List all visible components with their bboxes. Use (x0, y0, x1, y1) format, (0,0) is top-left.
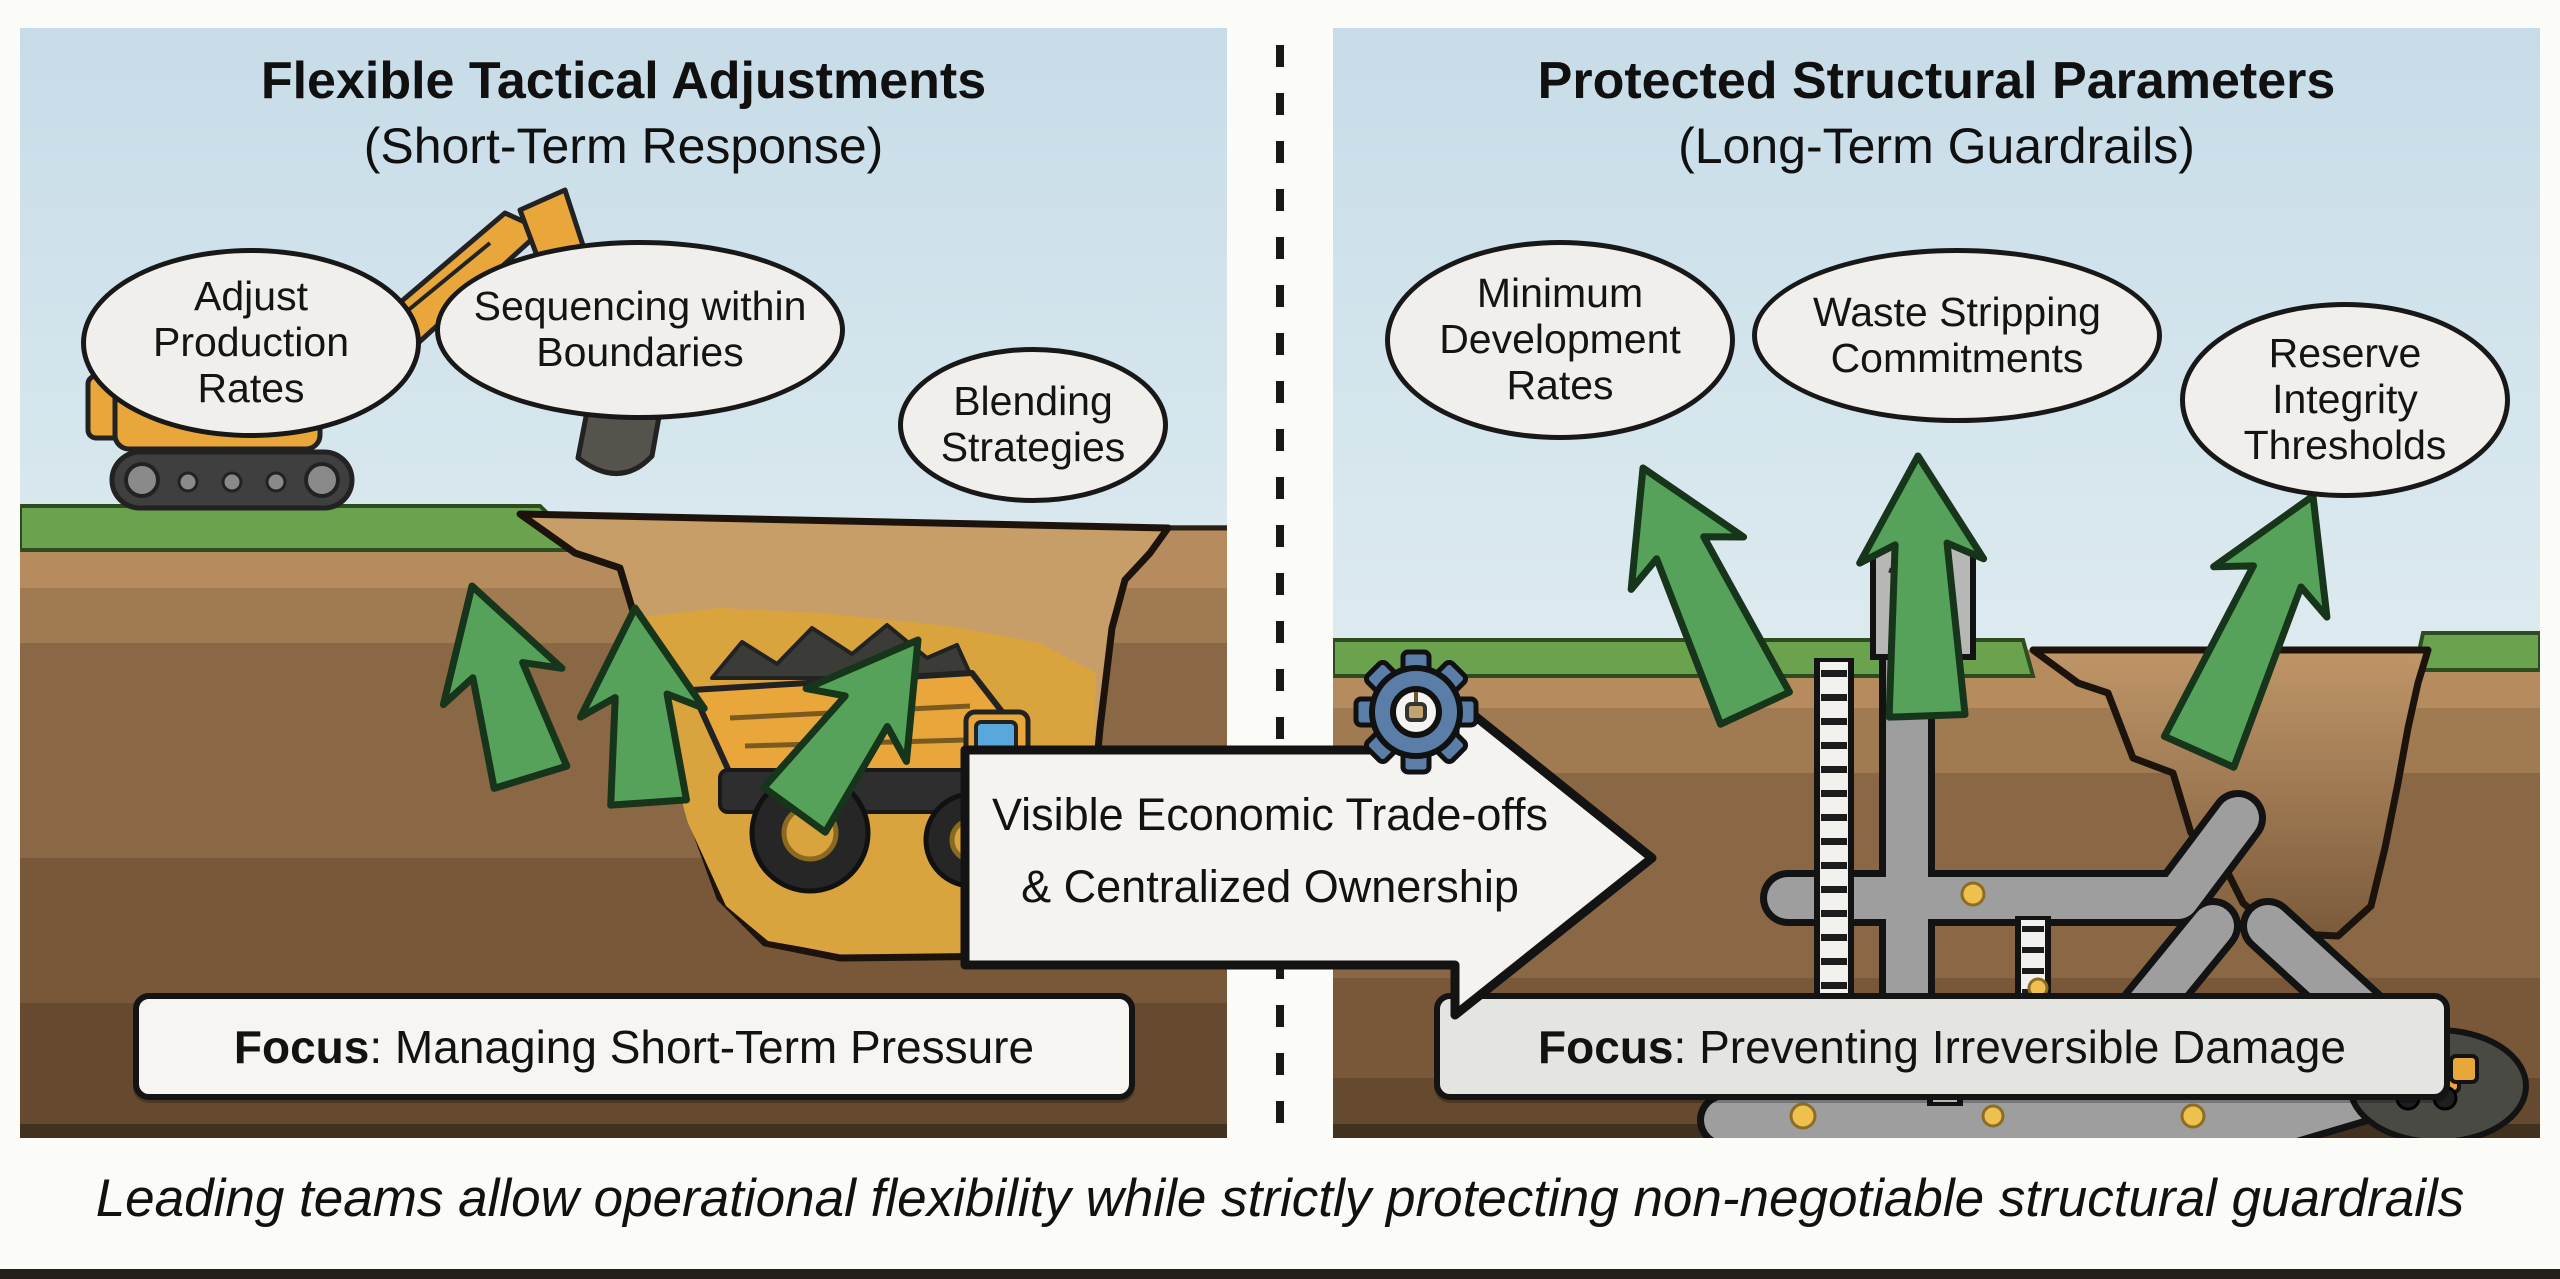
bubble-reserve-integrity-thresholds: Reserve Integrity Thresholds (2180, 302, 2510, 498)
arrow-text-line1: Visible Economic Trade-offs (991, 789, 1549, 840)
right-focus-label: Focus (1538, 1020, 1674, 1073)
bottom-caption: Leading teams allow operational flexibil… (95, 1169, 2465, 1228)
bubble-sequencing-within-boundaries: Sequencing within Boundaries (435, 240, 845, 420)
trade-off-arrow-text: Visible Economic Trade-offs & Centralize… (960, 742, 1580, 960)
arrow-text-line2: & Centralized Ownership (1021, 861, 1519, 912)
right-panel-subtitle: (Long-Term Guardrails) (1678, 118, 2195, 174)
right-panel-title: Protected Structural Parameters (1537, 52, 2336, 110)
grass-right (2412, 631, 2540, 672)
bubble-minimum-development-rates: Minimum Development Rates (1385, 240, 1735, 440)
right-focus-box: Focus: Preventing Irreversible Damage (1434, 993, 2450, 1100)
dashed-divider-line (1276, 45, 1284, 1137)
gear-icon (1353, 649, 1479, 775)
tunnel-level-1 (1767, 797, 2259, 919)
open-pit-scene (20, 28, 1227, 1138)
bottom-edge-strip (0, 1269, 2560, 1279)
right-panel-underground-mine: Protected Structural Parameters (Long-Te… (1333, 28, 2540, 1138)
green-up-arrow-icon (439, 582, 922, 836)
bubble-blending-strategies: Blending Strategies (898, 347, 1168, 503)
left-focus-box: Focus: Managing Short-Term Pressure (133, 993, 1135, 1100)
grass-ledge (20, 504, 590, 552)
left-panel-title: Flexible Tactical Adjustments (260, 52, 987, 110)
bubble-waste-stripping-commitments: Waste Stripping Commitments (1752, 248, 2162, 423)
bubble-adjust-production-rates: Adjust Production Rates (81, 248, 421, 438)
left-panel-subtitle: (Short-Term Response) (363, 118, 884, 174)
green-up-arrow-icon (1627, 452, 2331, 771)
left-focus-label: Focus (233, 1020, 370, 1073)
grass-left (1333, 638, 2036, 678)
left-panel-open-pit: Flexible Tactical Adjustments (Short-Ter… (20, 28, 1227, 1138)
left-focus-text: : Managing Short-Term Pressure (369, 1020, 1035, 1073)
right-focus-text: : Preventing Irreversible Damage (1673, 1020, 2346, 1073)
ore-bucket-glyph (1405, 702, 1427, 722)
